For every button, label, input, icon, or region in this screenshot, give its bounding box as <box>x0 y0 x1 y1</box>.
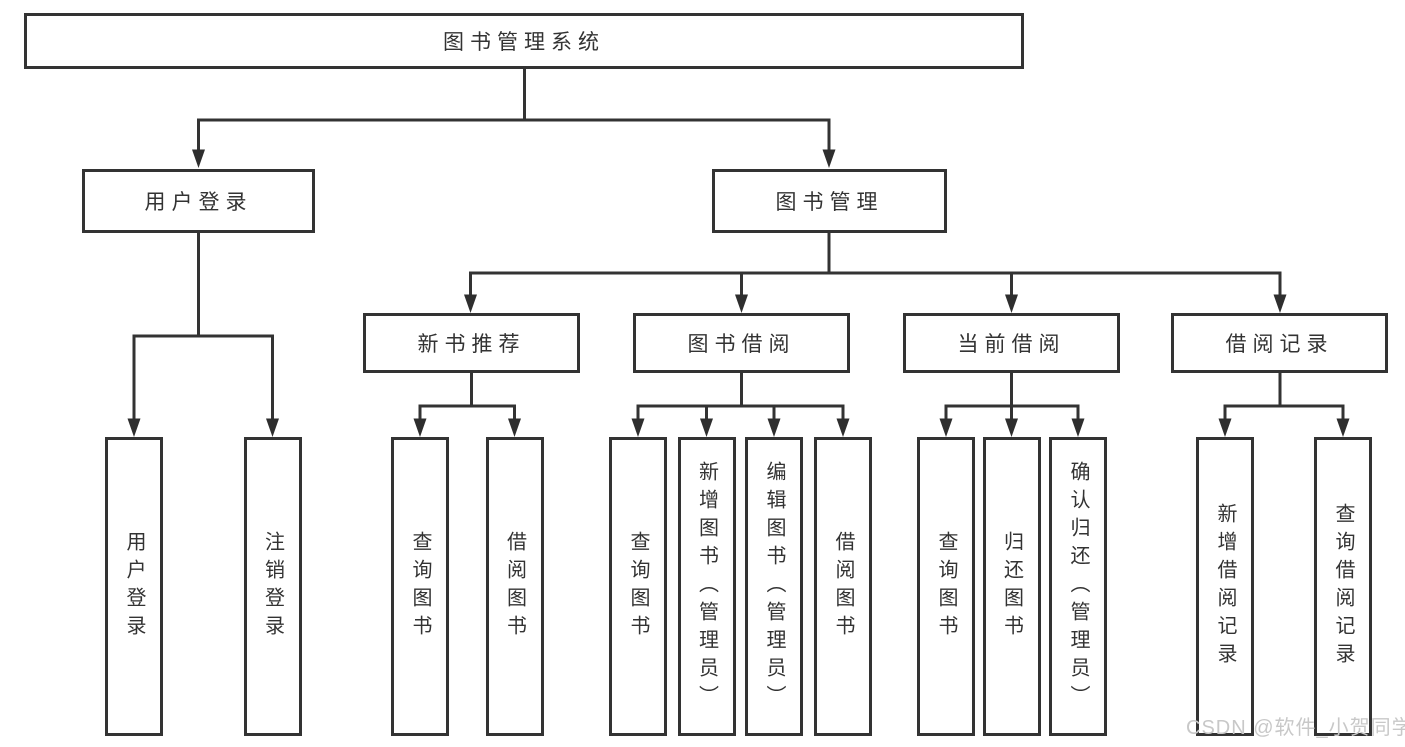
csdn-watermark: CSDN @软件_小贺同学 <box>1186 717 1405 739</box>
arrowhead-icon <box>413 418 427 437</box>
node-book-management-label: 图书管理 <box>775 191 884 214</box>
connector-book-management <box>469 233 1282 297</box>
arrowhead-icon <box>266 418 279 437</box>
leaf-current-query-books: 查询图书 <box>917 437 975 736</box>
connector-user-login <box>132 233 274 421</box>
leaf-user-login: 用户登录 <box>105 437 163 736</box>
node-root: 图书管理系统 <box>24 13 1024 69</box>
arrowhead-icon <box>631 418 645 437</box>
leaf-borrow-borrow-books: 借阅图书 <box>814 437 872 736</box>
arrowhead-icon <box>192 149 205 168</box>
node-borrow-records: 借阅记录 <box>1171 313 1388 373</box>
arrowhead-icon <box>700 418 713 437</box>
node-book-borrow: 图书借阅 <box>633 313 850 373</box>
arrowhead-icon <box>1273 294 1287 313</box>
node-new-book-recommend: 新书推荐 <box>363 313 580 373</box>
leaf-current-return-books-label: 归还图书 <box>1000 530 1023 643</box>
leaf-borrow-query-books: 查询图书 <box>609 437 667 736</box>
leaf-newbook-borrow-books-label: 借阅图书 <box>503 530 526 643</box>
connector-root <box>197 69 831 152</box>
connector-new-book <box>418 373 516 421</box>
arrowhead-icon <box>735 294 748 313</box>
leaf-borrow-query-books-label: 查询图书 <box>627 530 649 643</box>
leaf-current-confirm-return-admin-label: 确认归还（管理员） <box>1067 460 1089 713</box>
leaf-borrow-borrow-books-label: 借阅图书 <box>832 530 854 643</box>
node-root-label: 图书管理系统 <box>443 31 605 54</box>
leaf-current-query-books-label: 查询图书 <box>935 530 957 643</box>
node-borrow-records-label: 借阅记录 <box>1225 333 1334 356</box>
arrowhead-icon <box>508 418 521 437</box>
arrowhead-icon <box>127 418 141 437</box>
arrowhead-icon <box>836 418 850 437</box>
leaf-newbook-query-books: 查询图书 <box>391 437 449 736</box>
arrowhead-icon <box>1336 418 1350 437</box>
leaf-current-return-books: 归还图书 <box>982 437 1041 736</box>
leaf-newbook-query-books-label: 查询图书 <box>409 530 431 643</box>
arrowhead-icon <box>822 149 836 168</box>
node-book-borrow-label: 图书借阅 <box>687 333 796 356</box>
leaf-borrow-add-books-admin-label: 新增图书（管理员） <box>695 460 718 713</box>
connector-borrow-records <box>1223 373 1345 421</box>
arrowhead-icon <box>1071 418 1085 437</box>
leaf-records-query-record-label: 查询借阅记录 <box>1332 502 1354 671</box>
leaf-records-add-record: 新增借阅记录 <box>1196 437 1254 736</box>
node-current-borrow-label: 当前借阅 <box>957 333 1066 356</box>
leaf-logout-label: 注销登录 <box>261 530 284 643</box>
leaf-borrow-edit-books-admin: 编辑图书（管理员） <box>745 437 803 736</box>
arrowheads <box>127 149 1350 437</box>
arrowhead-icon <box>1005 418 1018 437</box>
arrowhead-icon <box>1218 418 1232 437</box>
leaf-newbook-borrow-books: 借阅图书 <box>485 437 544 736</box>
leaf-current-confirm-return-admin: 确认归还（管理员） <box>1049 437 1107 736</box>
leaf-user-login-label: 用户登录 <box>123 530 145 643</box>
leaf-records-add-record-label: 新增借阅记录 <box>1214 502 1236 671</box>
arrowhead-icon <box>464 294 477 313</box>
node-new-book-recommend-label: 新书推荐 <box>417 333 526 356</box>
leaf-borrow-add-books-admin: 新增图书（管理员） <box>677 437 736 736</box>
connector-current-borrow <box>944 373 1080 421</box>
node-user-login-label: 用户登录 <box>144 191 253 214</box>
arrowhead-icon <box>767 418 781 437</box>
leaf-borrow-edit-books-admin-label: 编辑图书（管理员） <box>763 460 785 713</box>
leaf-logout: 注销登录 <box>243 437 302 736</box>
arrowhead-icon <box>939 418 953 437</box>
leaf-records-query-record: 查询借阅记录 <box>1314 437 1372 736</box>
arrowhead-icon <box>1005 294 1018 313</box>
node-book-management: 图书管理 <box>712 169 947 233</box>
connector-book-borrow <box>636 373 845 421</box>
node-user-login: 用户登录 <box>82 169 315 233</box>
node-current-borrow: 当前借阅 <box>903 313 1120 373</box>
